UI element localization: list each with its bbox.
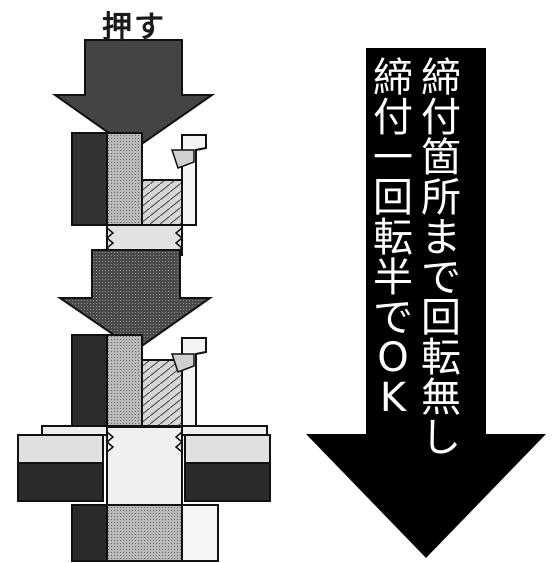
arrow-text-right: 締付箇所まで回転無し xyxy=(421,55,461,461)
rotation-arrow xyxy=(306,48,546,558)
upper-nut xyxy=(71,132,207,226)
push-label: 押す xyxy=(102,10,166,45)
bolt-shaft-lower xyxy=(106,426,183,506)
lower-nut xyxy=(71,334,207,428)
push-arrow-top xyxy=(51,39,216,152)
arrow-text-left: 締付一回転半でOK xyxy=(373,55,413,421)
clamped-plates xyxy=(17,434,271,502)
bolt-head xyxy=(71,504,219,562)
push-arrow-middle xyxy=(56,249,214,352)
